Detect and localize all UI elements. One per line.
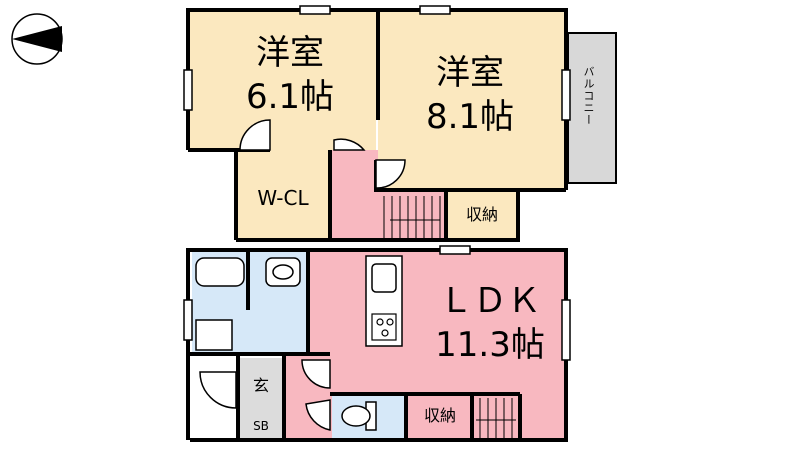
- entrance-area: [238, 358, 284, 438]
- upper-storage-label: 収納: [465, 205, 498, 224]
- west-bedroom: [188, 10, 376, 150]
- upper-stairs-area: [376, 192, 446, 240]
- east-bedroom-name: 洋室: [436, 53, 504, 93]
- lower-storage-label: 収納: [423, 406, 456, 425]
- balcony: [567, 32, 617, 184]
- bathtub-icon: [195, 257, 245, 287]
- washing-machine-pan-icon: [195, 319, 233, 351]
- toilet-icon: [341, 401, 377, 431]
- door-swing-icon: [199, 359, 331, 431]
- upper-storage: [448, 192, 518, 240]
- stove-icon: [371, 313, 397, 341]
- door-swing-icon: [239, 119, 406, 189]
- ldk-name: ＬＤＫ: [439, 281, 541, 321]
- walk-in-closet-label: W-CL: [257, 186, 309, 210]
- stairs-icon: [383, 196, 441, 238]
- stairs-icon: [476, 398, 516, 438]
- balcony-label: バルコニー: [582, 66, 595, 126]
- washbasin-icon: [265, 257, 301, 287]
- west-bedroom-name: 洋室: [256, 33, 324, 73]
- entrance-label: 玄: [252, 376, 269, 395]
- west-bedroom-size: 6.1帖: [245, 77, 335, 117]
- east-bedroom-size: 8.1帖: [425, 97, 515, 137]
- ldk-size: 11.3帖: [435, 325, 545, 365]
- walk-in-closet: [238, 150, 328, 240]
- lower-windows: [183, 245, 571, 361]
- east-bedroom: [378, 10, 566, 190]
- lower-storage: [406, 396, 472, 438]
- north-arrow-icon: [11, 13, 63, 65]
- shoe-box-label: SB: [253, 419, 269, 433]
- upper-hall: [330, 150, 378, 240]
- upper-windows: [183, 5, 571, 121]
